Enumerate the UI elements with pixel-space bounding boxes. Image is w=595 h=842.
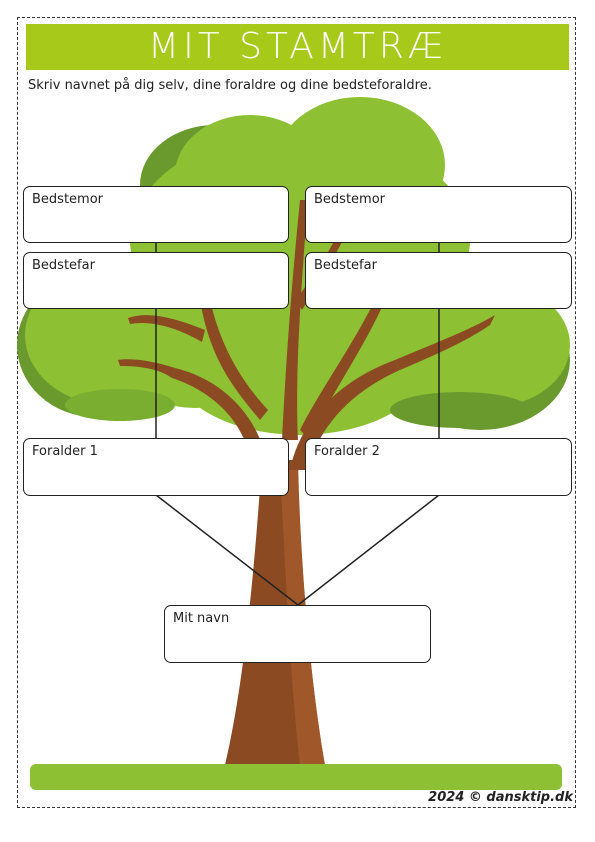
- grandmother-right-label: Bedstemor: [314, 192, 385, 207]
- page-title: MIT STAMTRÆ: [26, 24, 569, 70]
- parent-1-label: Foralder 1: [32, 444, 98, 459]
- grandfather-left-box[interactable]: Bedstefar: [23, 252, 289, 309]
- instructions-text: Skriv navnet på dig selv, dine foraldre …: [28, 78, 432, 93]
- grandfather-right-label: Bedstefar: [314, 258, 377, 273]
- page-border: [17, 17, 576, 808]
- connector-lines: [155, 242, 440, 606]
- footer-copyright: 2024 © dansktip.dk: [428, 790, 573, 805]
- grandmother-left-label: Bedstemor: [32, 192, 103, 207]
- parent-2-label: Foralder 2: [314, 444, 380, 459]
- grandfather-left-label: Bedstefar: [32, 258, 95, 273]
- grass-strip: [30, 764, 562, 790]
- grandmother-left-box[interactable]: Bedstemor: [23, 186, 289, 243]
- parent-2-box[interactable]: Foralder 2: [305, 438, 572, 496]
- grandmother-right-box[interactable]: Bedstemor: [305, 186, 572, 243]
- my-name-box[interactable]: Mit navn: [164, 605, 431, 663]
- grandfather-right-box[interactable]: Bedstefar: [305, 252, 572, 309]
- parent-1-box[interactable]: Foralder 1: [23, 438, 289, 496]
- my-name-label: Mit navn: [173, 611, 230, 626]
